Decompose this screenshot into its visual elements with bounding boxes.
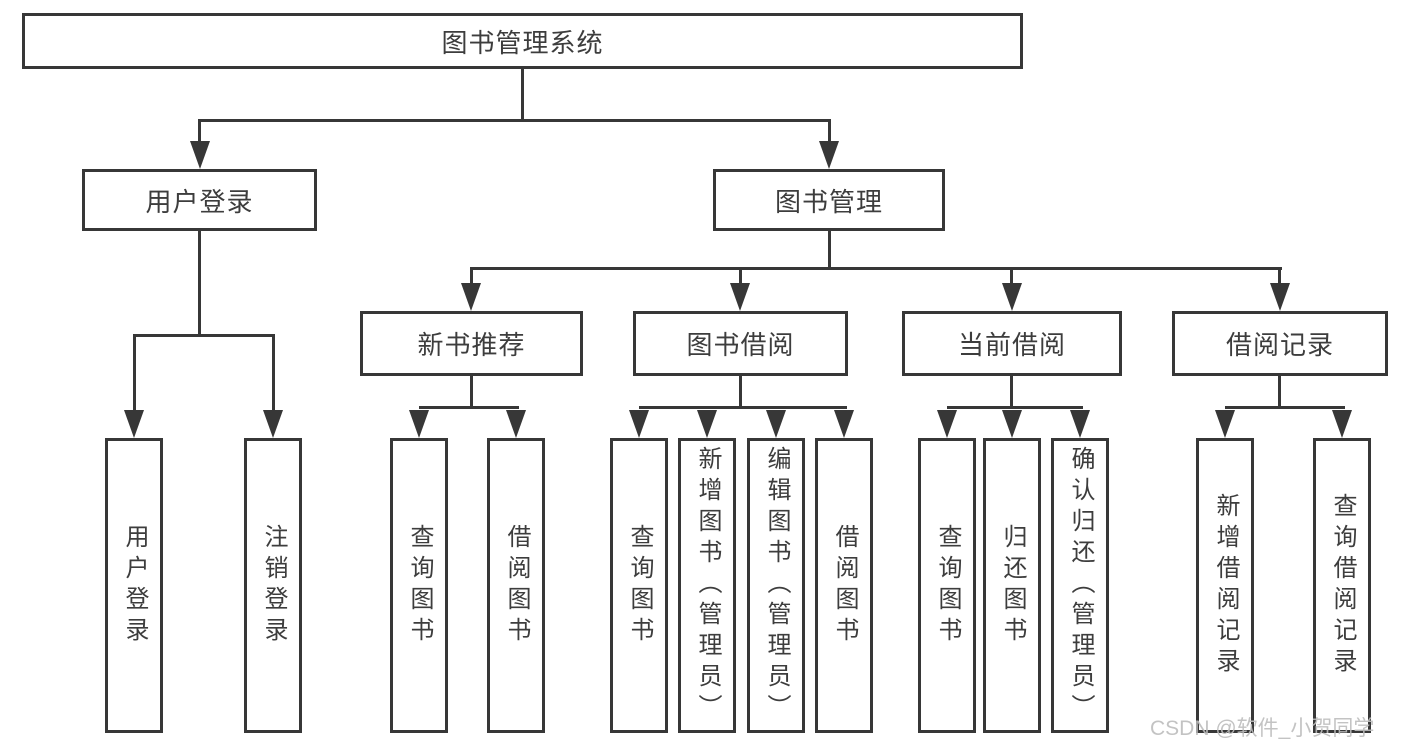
- arrowhead-down-icon: [1332, 410, 1352, 438]
- arrowhead-down-icon: [506, 410, 526, 438]
- node-library-management-system: 图书管理系统: [22, 13, 1023, 69]
- leaf-confirm-return-admin-label: 确认归还（管理员）: [1067, 446, 1094, 725]
- connector-drop-borrow-records: [1278, 267, 1281, 286]
- connector-drop-new-books: [470, 267, 473, 286]
- arrowhead-down-icon: [697, 410, 717, 438]
- leaf-return-books: 归还图书: [983, 438, 1041, 733]
- arrowhead-down-icon: [1002, 283, 1022, 311]
- node-borrow-records-label: 借阅记录: [1225, 330, 1334, 360]
- arrowhead-down-icon: [124, 410, 144, 438]
- leaf-return-books-label: 归还图书: [999, 523, 1026, 648]
- connector-book-borrow-stem: [739, 376, 742, 409]
- leaf-borrow-books-label: 借阅图书: [831, 523, 858, 648]
- connector-current-borrow-stem: [1010, 376, 1013, 409]
- connector-book-management-horizontal: [470, 267, 1282, 270]
- connector-current-borrow-horizontal: [947, 406, 1083, 409]
- leaf-confirm-return-admin: 确认归还（管理员）: [1051, 438, 1109, 733]
- arrowhead-down-icon: [629, 410, 649, 438]
- arrowhead-down-icon: [263, 410, 283, 438]
- leaf-borrow-books-recommend-label: 借阅图书: [503, 523, 530, 648]
- leaf-logout-label: 注销登录: [260, 523, 287, 648]
- leaf-logout: 注销登录: [244, 438, 302, 733]
- node-current-borrowing: 当前借阅: [902, 311, 1122, 376]
- arrowhead-down-icon: [834, 410, 854, 438]
- node-book-management: 图书管理: [713, 169, 945, 231]
- arrowhead-down-icon: [937, 410, 957, 438]
- node-new-book-recommend-label: 新书推荐: [417, 330, 526, 360]
- connector-drop-login-leaf: [133, 334, 136, 414]
- leaf-query-books-borrowing: 查询图书: [610, 438, 668, 733]
- node-book-borrowing-label: 图书借阅: [686, 330, 795, 360]
- arrowhead-down-icon: [1002, 410, 1022, 438]
- arrowhead-down-icon: [1270, 283, 1290, 311]
- node-user-login-label: 用户登录: [145, 186, 254, 217]
- connector-new-books-horizontal: [419, 406, 519, 409]
- connector-drop-user-login: [198, 119, 201, 144]
- leaf-query-books-current: 查询图书: [918, 438, 976, 733]
- node-new-book-recommend: 新书推荐: [360, 311, 583, 376]
- leaf-user-login: 用户登录: [105, 438, 163, 733]
- connector-drop-logout-leaf: [272, 334, 275, 414]
- leaf-borrow-books: 借阅图书: [815, 438, 873, 733]
- arrowhead-down-icon: [819, 141, 839, 169]
- leaf-query-books-borrowing-label: 查询图书: [626, 523, 653, 648]
- node-book-management-label: 图书管理: [774, 186, 883, 217]
- leaf-edit-books-admin: 编辑图书（管理员）: [747, 438, 805, 733]
- connector-drop-current-borrow: [1010, 267, 1013, 286]
- arrowhead-down-icon: [1215, 410, 1235, 438]
- leaf-query-books-current-label: 查询图书: [934, 523, 961, 648]
- arrowhead-down-icon: [409, 410, 429, 438]
- connector-book-management-stem: [828, 231, 831, 270]
- node-user-login: 用户登录: [82, 169, 317, 231]
- connector-root-stem: [521, 69, 524, 121]
- arrowhead-down-icon: [461, 283, 481, 311]
- leaf-query-borrow-record: 查询借阅记录: [1313, 438, 1371, 733]
- arrowhead-down-icon: [1070, 410, 1090, 438]
- connector-drop-book-borrow: [739, 267, 742, 286]
- leaf-query-books-recommend: 查询图书: [390, 438, 448, 733]
- connector-records-horizontal: [1225, 406, 1345, 409]
- connector-user-login-stem: [198, 231, 201, 337]
- arrowhead-down-icon: [730, 283, 750, 311]
- leaf-borrow-books-recommend: 借阅图书: [487, 438, 545, 733]
- csdn-watermark: CSDN @软件_小贺同学: [1150, 717, 1375, 740]
- leaf-add-borrow-record-label: 新增借阅记录: [1212, 492, 1239, 679]
- connector-new-books-stem: [470, 376, 473, 409]
- leaf-query-books-recommend-label: 查询图书: [406, 523, 433, 648]
- connector-user-login-horizontal: [133, 334, 275, 337]
- leaf-user-login-label: 用户登录: [121, 523, 148, 648]
- arrowhead-down-icon: [766, 410, 786, 438]
- connector-drop-book-management: [828, 119, 831, 144]
- leaf-add-borrow-record: 新增借阅记录: [1196, 438, 1254, 733]
- connector-records-stem: [1278, 376, 1281, 409]
- leaf-add-books-admin: 新增图书（管理员）: [678, 438, 736, 733]
- node-borrow-records: 借阅记录: [1172, 311, 1388, 376]
- leaf-add-books-admin-label: 新增图书（管理员）: [694, 446, 721, 725]
- node-book-borrowing: 图书借阅: [633, 311, 848, 376]
- arrowhead-down-icon: [190, 141, 210, 169]
- leaf-edit-books-admin-label: 编辑图书（管理员）: [763, 446, 790, 725]
- leaf-query-borrow-record-label: 查询借阅记录: [1329, 492, 1356, 679]
- node-current-borrowing-label: 当前借阅: [957, 330, 1066, 360]
- connector-book-borrow-horizontal: [639, 406, 847, 409]
- node-root-label: 图书管理系统: [441, 27, 604, 58]
- connector-root-horizontal: [198, 119, 831, 122]
